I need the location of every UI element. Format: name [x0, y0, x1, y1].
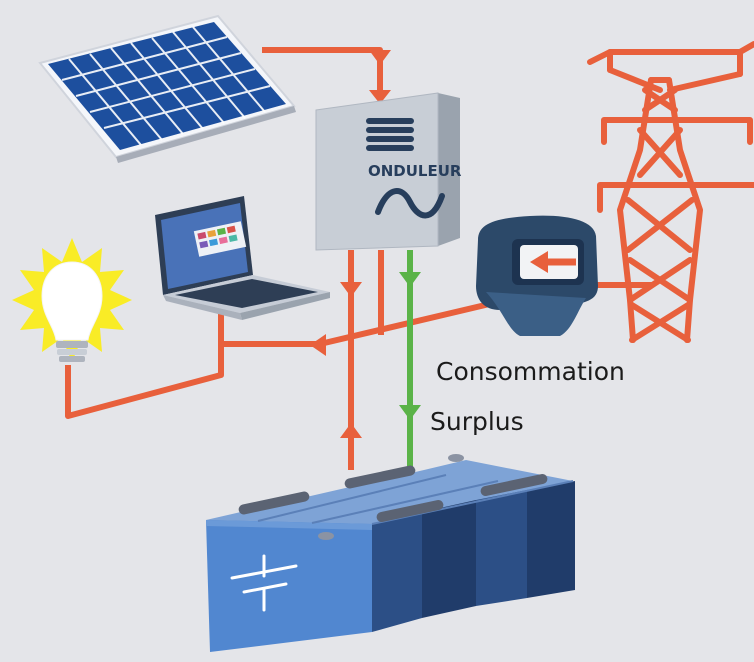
- inverter-icon: ONDULEUR: [315, 92, 462, 251]
- surplus-wire: [399, 250, 421, 470]
- power-pylon-icon: [587, 41, 754, 343]
- flow-arrows: [310, 50, 391, 438]
- surplus-label: Surplus: [430, 407, 524, 436]
- light-bulb-icon: [12, 238, 132, 362]
- laptop-icon: [155, 196, 330, 320]
- electric-meter-icon: [476, 215, 598, 336]
- battery-bank-icon: [206, 454, 575, 652]
- consumption-label: Consommation: [436, 357, 625, 386]
- inverter-label: ONDULEUR: [368, 162, 462, 180]
- solar-panel-icon: [38, 14, 296, 163]
